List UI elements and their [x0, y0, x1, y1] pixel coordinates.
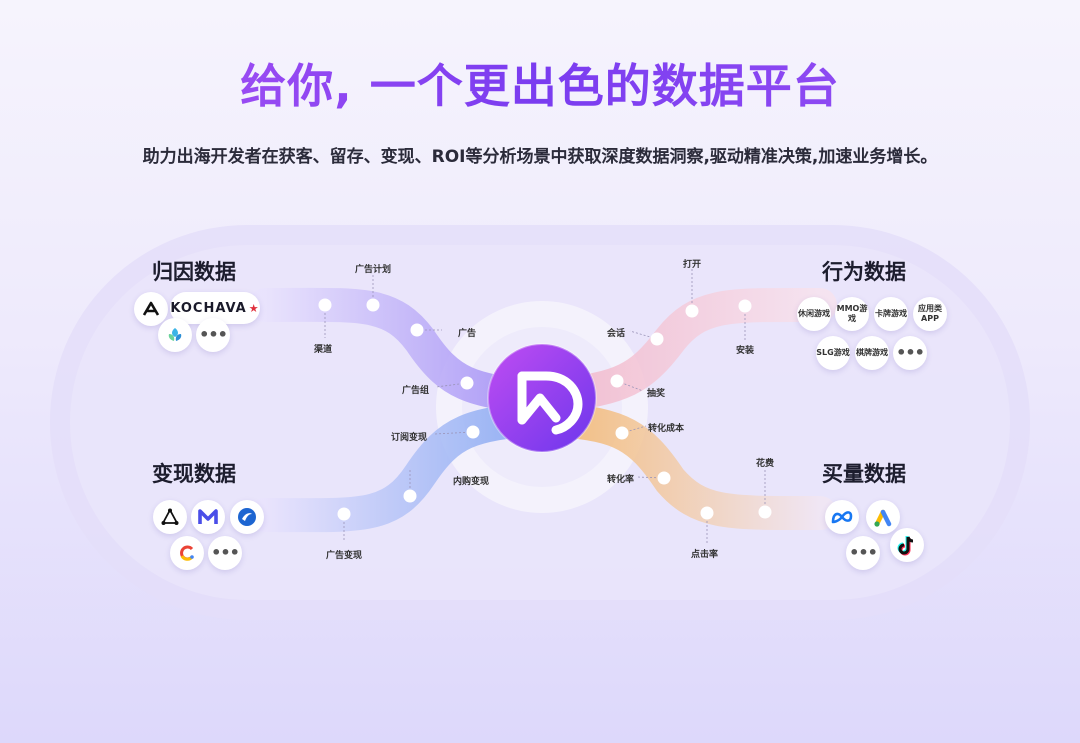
label-ad: 广告: [458, 329, 477, 339]
label-ad-revenue: 广告变现: [326, 551, 363, 561]
singular-icon: [158, 318, 192, 352]
page-subtitle: 助力出海开发者在获客、留存、变现、ROI等分析场景中获取深度数据洞察,驱动精准决…: [142, 147, 938, 167]
tiktok-icon: [890, 528, 924, 562]
more-monetization[interactable]: •••: [208, 536, 242, 570]
acquisition-title: 买量数据: [822, 462, 906, 486]
logo-icon: [487, 343, 597, 453]
more-attribution[interactable]: •••: [196, 318, 230, 352]
label-lottery: 抽奖: [647, 389, 666, 399]
node-subscription: [466, 425, 480, 439]
node-ad-group: [460, 376, 474, 390]
node-ctr: [700, 506, 714, 520]
label-install: 安装: [736, 346, 755, 356]
applovin-icon: [153, 500, 187, 534]
node-cost: [758, 505, 772, 519]
label-cost: 花费: [756, 459, 775, 469]
flow-monetization: [248, 401, 557, 533]
tag-mmo-games: MMO游戏: [835, 297, 869, 331]
flow-attribution: [248, 287, 557, 415]
page-title: 给你, 一个更出色的数据平台: [0, 50, 1080, 116]
node-conversion-rate: [657, 471, 671, 485]
label-ad-group: 广告组: [402, 386, 430, 396]
tag-card-games: 卡牌游戏: [874, 297, 908, 331]
tag-board-games: 棋牌游戏: [855, 336, 889, 370]
label-subscription: 订阅变现: [391, 433, 428, 443]
admob-icon: [170, 536, 204, 570]
tag-slg-games: SLG游戏: [816, 336, 850, 370]
node-install: [738, 299, 752, 313]
monetization-title: 变现数据: [152, 462, 236, 486]
kochava-logo: KOCHAVA★: [170, 292, 260, 324]
more-behavior[interactable]: •••: [893, 336, 927, 370]
label-conversion-cost: 转化成本: [648, 424, 685, 434]
node-iap: [403, 489, 417, 503]
label-session: 会话: [607, 329, 626, 339]
flow-behavior: [543, 287, 837, 412]
node-session: [650, 332, 664, 346]
behavior-title: 行为数据: [822, 260, 906, 284]
google-ads-icon: [866, 500, 900, 534]
label-iap: 内购变现: [453, 477, 490, 487]
node-ad-plan: [366, 298, 380, 312]
node-ad-revenue: [337, 507, 351, 521]
node-conversion-cost: [615, 426, 629, 440]
attribution-title: 归因数据: [152, 260, 236, 284]
appsflyer-icon: [134, 292, 168, 326]
label-ad-plan: 广告计划: [355, 265, 392, 275]
label-channel: 渠道: [314, 345, 333, 355]
node-ad: [410, 323, 424, 337]
label-open: 打开: [683, 260, 702, 270]
tag-app: 应用类APP: [913, 297, 947, 331]
kochava-label: KOCHAVA: [170, 300, 247, 316]
node-channel: [318, 298, 332, 312]
node-lottery: [610, 374, 624, 388]
mintegral-icon: [191, 500, 225, 534]
tag-casual-games: 休闲游戏: [797, 297, 831, 331]
meta-icon: [825, 500, 859, 534]
label-ctr: 点击率: [691, 550, 719, 560]
ironsource-icon: [230, 500, 264, 534]
more-acquisition[interactable]: •••: [846, 536, 880, 570]
label-conversion-rate: 转化率: [607, 475, 635, 485]
node-open: [685, 304, 699, 318]
